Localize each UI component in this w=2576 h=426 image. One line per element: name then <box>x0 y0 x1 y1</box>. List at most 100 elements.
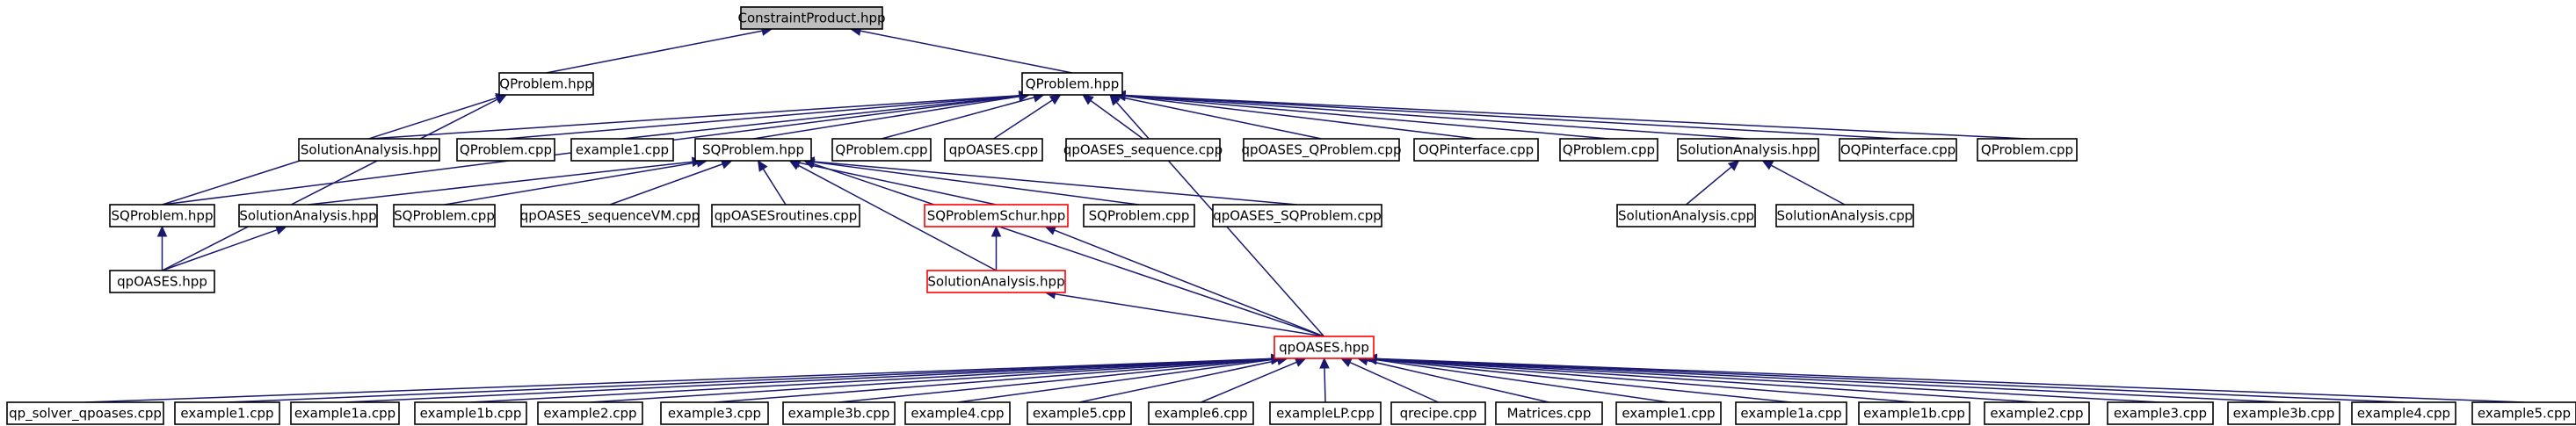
node-qproblem-cpp[interactable]: QProblem.cpp <box>1559 138 1658 162</box>
node-box[interactable] <box>498 72 594 96</box>
node-sqproblemschur-hpp[interactable]: SQProblemSchur.hpp <box>924 204 1069 227</box>
node-box[interactable] <box>694 138 812 162</box>
node-box[interactable] <box>1775 204 1914 227</box>
node-box[interactable] <box>711 204 860 227</box>
node-box[interactable] <box>1616 204 1756 227</box>
node-qpoases-sqproblem-cpp[interactable]: qpOASES_SQProblem.cpp <box>1212 204 1382 227</box>
node-oqpinterface-cpp[interactable]: OQPinterface.cpp <box>1413 138 1539 162</box>
node-box[interactable] <box>1977 138 2078 162</box>
node-box[interactable] <box>660 401 769 425</box>
node-box[interactable] <box>1390 401 1486 425</box>
node-matrices-cpp[interactable]: Matrices.cpp <box>1495 401 1603 425</box>
node-example4-cpp[interactable]: example4.cpp <box>2351 401 2456 425</box>
node-example3b-cpp[interactable]: example3b.cpp <box>2227 401 2340 425</box>
node-solutionanalysis-cpp[interactable]: SolutionAnalysis.cpp <box>1616 204 1756 227</box>
node-qpoases-cpp[interactable]: qpOASES.cpp <box>944 138 1043 162</box>
node-example6-cpp[interactable]: example6.cpp <box>1148 401 1254 425</box>
node-box[interactable] <box>1858 401 1970 425</box>
node-solutionanalysis-hpp[interactable]: SolutionAnalysis.hpp <box>238 204 378 227</box>
node-example2-cpp[interactable]: example2.cpp <box>1984 401 2090 425</box>
node-box[interactable] <box>1984 401 2090 425</box>
node-qpoases-hpp[interactable]: qpOASES.hpp <box>1273 336 1375 359</box>
node-box[interactable] <box>1839 138 1957 162</box>
node-solutionanalysis-hpp[interactable]: SolutionAnalysis.hpp <box>298 138 440 162</box>
node-box[interactable] <box>238 204 378 227</box>
node-box[interactable] <box>290 401 400 425</box>
node-box[interactable] <box>782 401 896 425</box>
node-example1a-cpp[interactable]: example1a.cpp <box>290 401 400 425</box>
node-example5-cpp[interactable]: example5.cpp <box>2471 401 2576 425</box>
node-box[interactable] <box>1269 401 1382 425</box>
node-qpoases-sequence-cpp[interactable]: qpOASES_sequence.cpp <box>1063 138 1223 162</box>
node-qproblem-hpp[interactable]: QProblem.hpp <box>498 72 594 96</box>
node-box[interactable] <box>1083 204 1195 227</box>
node-box[interactable] <box>2351 401 2456 425</box>
node-example3b-cpp[interactable]: example3b.cpp <box>782 401 896 425</box>
node-box[interactable] <box>1148 401 1254 425</box>
node-example1-cpp[interactable]: example1.cpp <box>1615 401 1722 425</box>
node-qproblem-cpp[interactable]: QProblem.cpp <box>1977 138 2078 162</box>
node-qp-solver-qpoases-cpp[interactable]: qp_solver_qpoases.cpp <box>6 401 164 425</box>
node-qproblem-cpp[interactable]: QProblem.cpp <box>456 138 555 162</box>
node-example1b-cpp[interactable]: example1b.cpp <box>1858 401 1970 425</box>
node-box[interactable] <box>570 138 674 162</box>
node-sqproblem-cpp[interactable]: SQProblem.cpp <box>1083 204 1195 227</box>
node-box[interactable] <box>1735 401 1847 425</box>
node-box[interactable] <box>1273 336 1375 359</box>
node-qpoases-sequencevm-cpp[interactable]: qpOASES_sequenceVM.cpp <box>520 204 700 227</box>
node-example2-cpp[interactable]: example2.cpp <box>537 401 643 425</box>
node-box[interactable] <box>1495 401 1603 425</box>
node-box[interactable] <box>2471 401 2576 425</box>
node-box[interactable] <box>393 204 496 227</box>
node-box[interactable] <box>2227 401 2340 425</box>
node-qrecipe-cpp[interactable]: qrecipe.cpp <box>1390 401 1486 425</box>
node-box[interactable] <box>520 204 700 227</box>
node-example1a-cpp[interactable]: example1a.cpp <box>1735 401 1847 425</box>
node-box[interactable] <box>537 401 643 425</box>
node-box[interactable] <box>1559 138 1658 162</box>
node-qpoases-qproblem-cpp[interactable]: qpOASES_QProblem.cpp <box>1241 138 1402 162</box>
node-example1-cpp[interactable]: example1.cpp <box>174 401 280 425</box>
node-solutionanalysis-hpp[interactable]: SolutionAnalysis.hpp <box>1677 138 1819 162</box>
node-box[interactable] <box>109 204 215 227</box>
node-box[interactable] <box>1065 138 1221 162</box>
node-sqproblem-cpp[interactable]: SQProblem.cpp <box>393 204 496 227</box>
node-box[interactable] <box>2107 401 2214 425</box>
node-solutionanalysis-cpp[interactable]: SolutionAnalysis.cpp <box>1775 204 1914 227</box>
node-qpoases-hpp[interactable]: qpOASES.hpp <box>109 270 215 293</box>
node-box[interactable] <box>904 401 1011 425</box>
node-box[interactable] <box>831 138 932 162</box>
node-examplelp-cpp[interactable]: exampleLP.cpp <box>1269 401 1382 425</box>
node-constraintproduct-hpp[interactable]: ConstraintProduct.hpp <box>737 6 886 30</box>
node-example4-cpp[interactable]: example4.cpp <box>904 401 1011 425</box>
node-box[interactable] <box>174 401 280 425</box>
node-box[interactable] <box>456 138 555 162</box>
node-box[interactable] <box>740 6 883 30</box>
node-sqproblem-hpp[interactable]: SQProblem.hpp <box>694 138 812 162</box>
node-example5-cpp[interactable]: example5.cpp <box>1027 401 1132 425</box>
node-box[interactable] <box>298 138 440 162</box>
node-box[interactable] <box>1021 72 1123 96</box>
node-box[interactable] <box>1413 138 1539 162</box>
node-box[interactable] <box>414 401 527 425</box>
node-box[interactable] <box>1677 138 1819 162</box>
node-box[interactable] <box>1212 204 1382 227</box>
node-box[interactable] <box>944 138 1043 162</box>
node-box[interactable] <box>1615 401 1722 425</box>
node-qproblem-hpp[interactable]: QProblem.hpp <box>1021 72 1123 96</box>
node-qpoasesroutines-cpp[interactable]: qpOASESroutines.cpp <box>711 204 860 227</box>
node-box[interactable] <box>1027 401 1132 425</box>
node-example3-cpp[interactable]: example3.cpp <box>2107 401 2214 425</box>
node-example1-cpp[interactable]: example1.cpp <box>570 138 674 162</box>
node-example3-cpp[interactable]: example3.cpp <box>660 401 769 425</box>
node-oqpinterface-cpp[interactable]: OQPinterface.cpp <box>1839 138 1957 162</box>
node-box[interactable] <box>926 270 1066 293</box>
node-qproblem-cpp[interactable]: QProblem.cpp <box>831 138 932 162</box>
node-box[interactable] <box>109 270 215 293</box>
node-sqproblem-hpp[interactable]: SQProblem.hpp <box>109 204 215 227</box>
node-example1b-cpp[interactable]: example1b.cpp <box>414 401 527 425</box>
node-box[interactable] <box>924 204 1069 227</box>
node-box[interactable] <box>1243 138 1400 162</box>
node-box[interactable] <box>6 401 164 425</box>
node-solutionanalysis-hpp[interactable]: SolutionAnalysis.hpp <box>926 270 1066 293</box>
